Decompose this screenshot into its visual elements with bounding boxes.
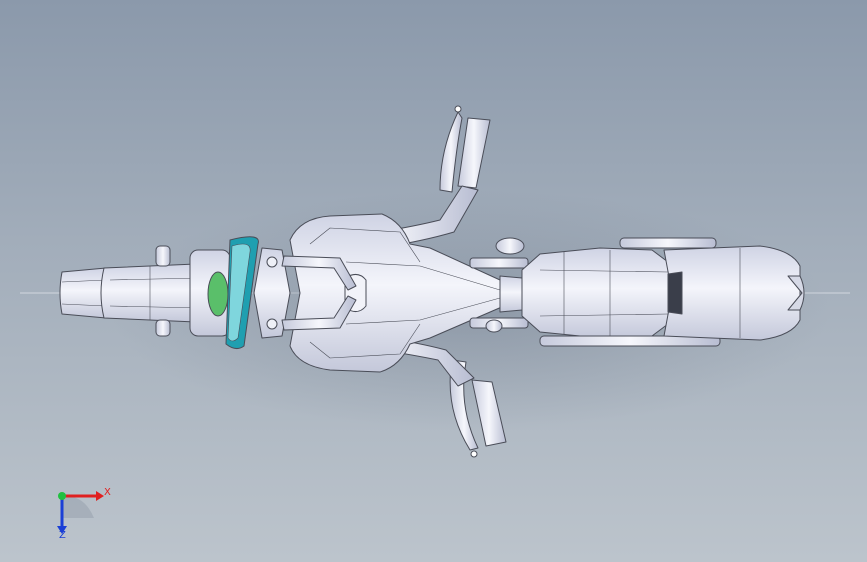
fork-leg-left-bottom (155, 319, 171, 337)
frame-neck (499, 275, 523, 313)
lower-fitting (485, 319, 503, 333)
oil-filler-cap (495, 237, 525, 255)
triad-y-axis (58, 492, 66, 500)
triad-x-label: X (104, 487, 111, 498)
seat (521, 247, 675, 339)
triad-z-label: Z (59, 530, 66, 541)
tank-front (289, 213, 505, 373)
fork-leg-left-top (155, 245, 171, 267)
rear-fender (663, 245, 801, 341)
handlebar-upper-lever (439, 111, 463, 193)
crossbar-upper (281, 255, 357, 291)
crossbar-lower (281, 295, 357, 331)
rear-fender-notch (787, 275, 805, 311)
handlebar-upper-grip (457, 117, 491, 189)
coordinate-triad: X Z (44, 478, 124, 548)
side-rail-lower (539, 335, 721, 347)
headlight-green-detail (207, 271, 229, 317)
triple-tree (253, 247, 291, 339)
front-fender (100, 263, 202, 323)
taillight (667, 271, 683, 315)
frame-upper-tube (469, 257, 529, 269)
side-rail-upper (619, 237, 717, 249)
handlebar-lower-grip (471, 379, 507, 447)
